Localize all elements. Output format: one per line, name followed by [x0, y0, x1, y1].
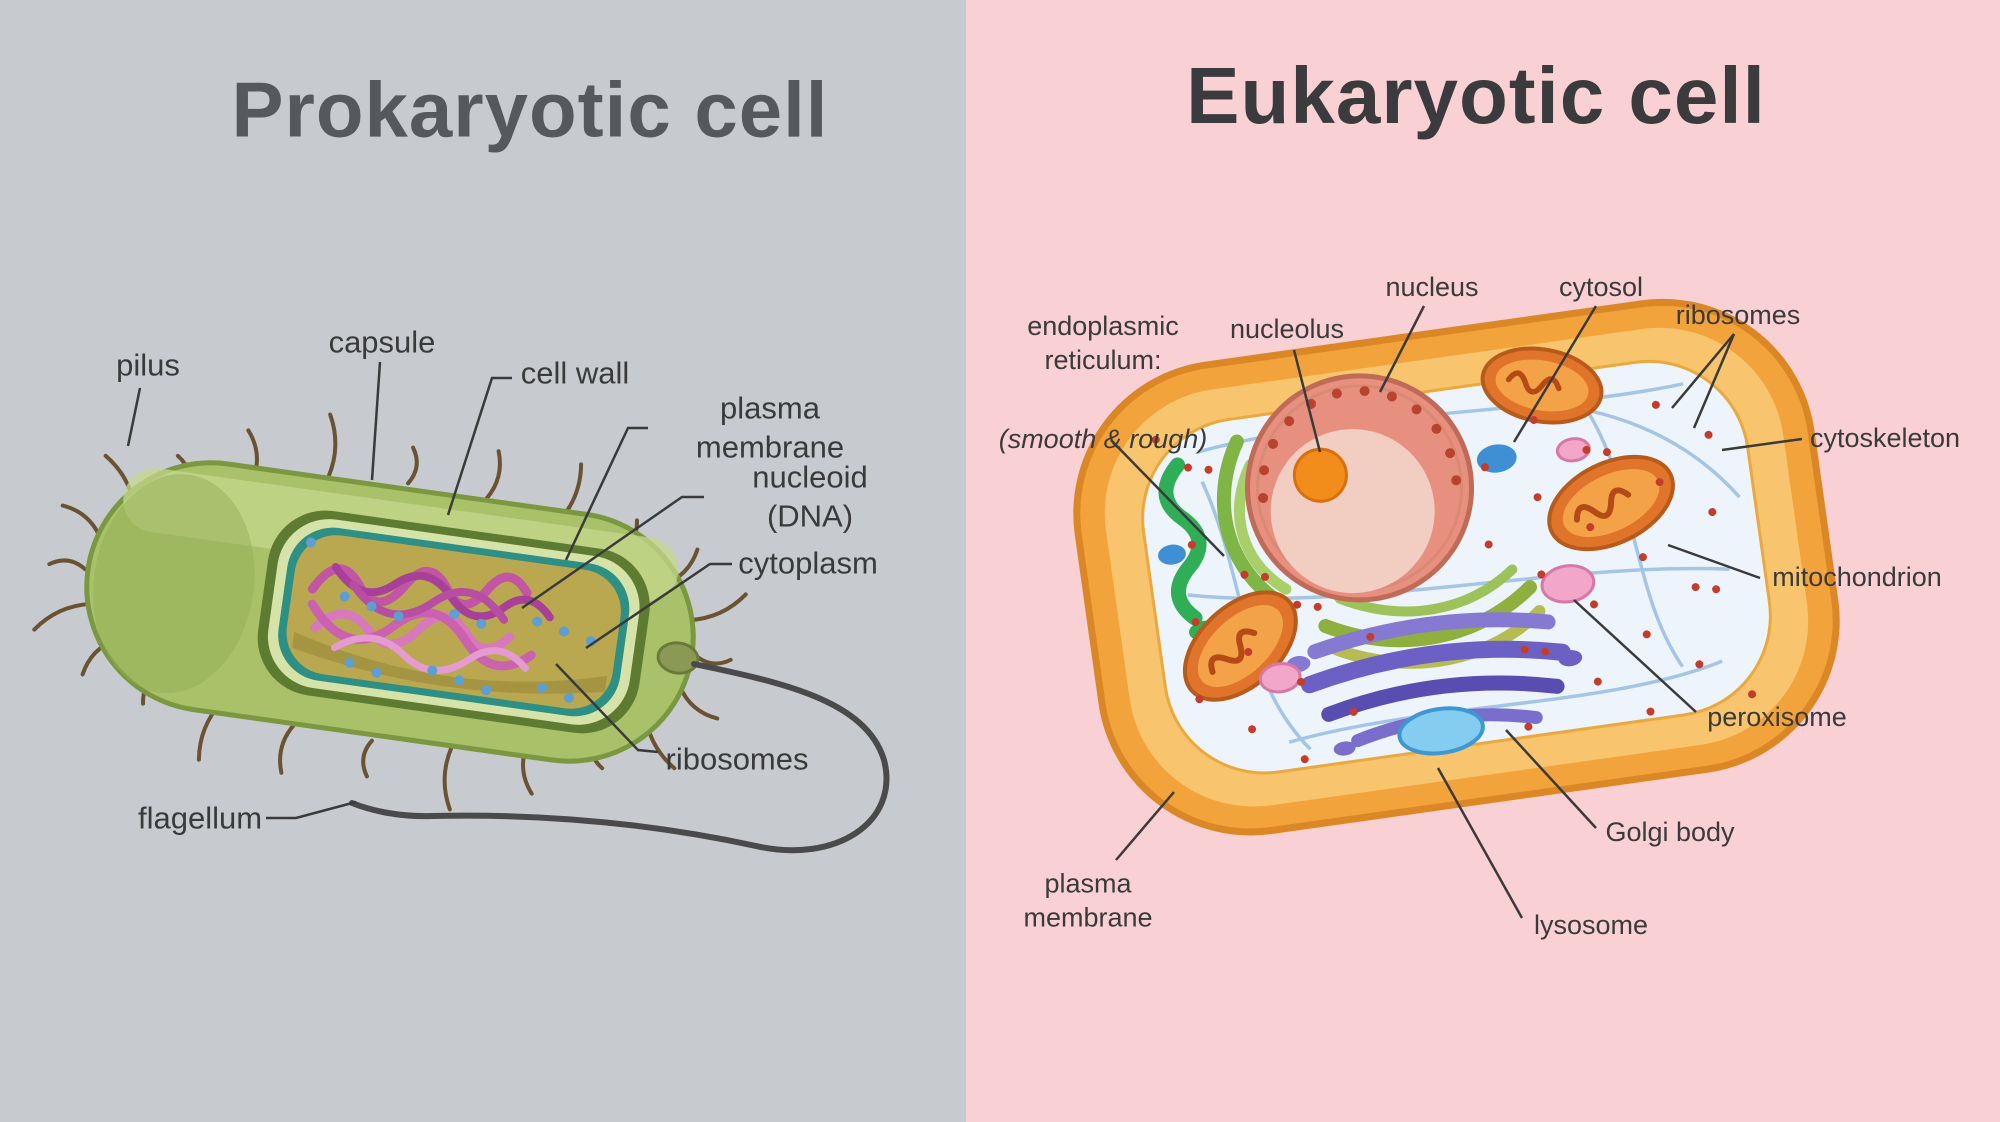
leader-lysosome	[1436, 767, 1524, 919]
label-ribosomes: ribosomes	[665, 741, 809, 777]
ribosome-dots	[1151, 400, 1757, 764]
label-flagellum: flagellum	[137, 800, 263, 836]
label-plasma-membrane: plasma membrane	[695, 390, 845, 464]
leader-golgi-body	[1505, 729, 1597, 829]
leader-cytosol	[1512, 305, 1598, 443]
leader-mitochondrion	[1667, 543, 1761, 580]
label-cytoplasm: cytoplasm	[738, 545, 878, 581]
leader-nucleoid	[521, 495, 704, 610]
flagellum-hook	[656, 641, 700, 675]
leader-ribosomes	[1671, 333, 1735, 409]
label-cell-wall: cell wall	[520, 355, 630, 391]
nucleus-shape	[1245, 373, 1475, 603]
leader-plasma-membrane	[1115, 791, 1175, 861]
label-ribosomes: ribosomes	[1675, 300, 1801, 331]
leader-endoplasmic-reticulum	[1110, 439, 1225, 557]
eukaryote-cell-body	[1073, 298, 1840, 836]
eukaryote-panel: Eukaryotic cell	[966, 0, 2000, 1122]
flagellum-shape	[349, 661, 890, 854]
label-capsule: capsule	[328, 324, 436, 360]
eukaryotic-cell-illustration	[1073, 298, 1840, 919]
leader-cytoskeleton	[1721, 437, 1803, 452]
leader-cell-wall	[446, 376, 512, 516]
leader-ribosomes	[555, 663, 659, 754]
label-nucleus: nucleus	[1385, 272, 1479, 303]
leader-cytoplasm	[585, 562, 732, 650]
prokaryotic-cell-illustration	[32, 361, 890, 854]
label-pilus: pilus	[116, 347, 180, 383]
leader-nucleus	[1378, 305, 1426, 393]
eukaryote-leader-lines	[1110, 305, 1803, 919]
leader-flagellum	[266, 800, 357, 820]
leader-nucleolus	[1292, 349, 1322, 453]
lysosome-shape	[1397, 706, 1485, 756]
label-peroxisome: peroxisome	[1707, 702, 1847, 733]
label-cytoskeleton: cytoskeleton	[1809, 423, 1961, 454]
er-label-note: (smooth & rough)	[998, 423, 1208, 454]
leader-capsule	[370, 361, 382, 481]
ribosome-dots	[305, 537, 596, 703]
prokaryote-leader-lines	[126, 361, 732, 820]
bacterium-body	[84, 460, 696, 764]
peroxisome-shape	[1258, 662, 1302, 694]
peroxisome-shape	[1540, 564, 1596, 604]
prokaryote-title: Prokaryotic cell	[231, 65, 829, 154]
leader-ribosomes	[1692, 333, 1736, 429]
er-label-main: endoplasmic reticulum:	[1027, 310, 1179, 375]
label-nucleoid: nucleoid (DNA)	[752, 459, 868, 533]
nucleolus-shape	[1292, 447, 1348, 503]
prokaryote-panel: Prokaryotic cell	[0, 0, 966, 1122]
label-nucleolus: nucleolus	[1229, 314, 1345, 345]
leader-peroxisome	[1573, 599, 1697, 713]
label-plasma-membrane: plasma membrane	[1023, 868, 1153, 932]
vesicle-shape	[1158, 544, 1186, 565]
eukaryote-title: Eukaryotic cell	[1186, 51, 1766, 140]
leader-pilus	[126, 387, 142, 447]
label-mitochondrion: mitochondrion	[1772, 562, 1942, 593]
label-lysosome: lysosome	[1533, 910, 1649, 941]
label-golgi-body: Golgi body	[1605, 817, 1735, 848]
mitochondrion-shape	[1480, 346, 1604, 425]
mitochondrion-shape	[1547, 454, 1675, 552]
leader-plasma-membrane	[564, 426, 648, 561]
label-endoplasmic-reticulum: endoplasmic reticulum: (smooth & rough)	[999, 276, 1208, 491]
label-cytosol: cytosol	[1558, 272, 1644, 303]
